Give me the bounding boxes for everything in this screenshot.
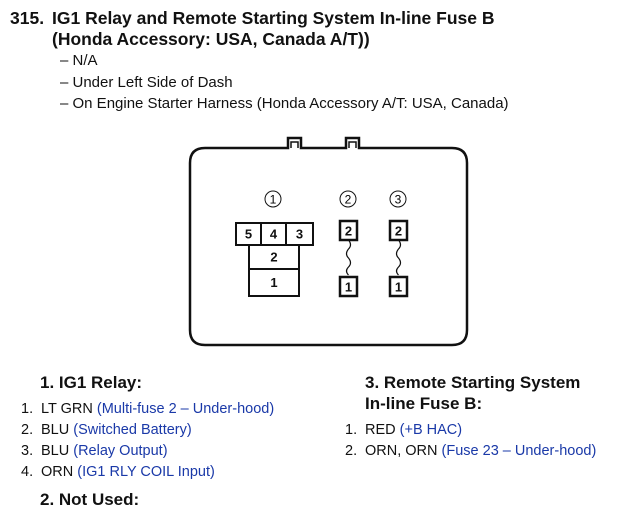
relay-pin-3: 3 [296,227,303,242]
relay-pin-1: 1 [270,275,277,290]
section-3-heading-line-1: 3. Remote Starting System [365,373,581,392]
section-3-heading-line-2: In-line Fuse B: [365,394,483,413]
key-notch-left [290,141,299,148]
relay-pin-4: 4 [270,227,278,242]
pin-list-item: 2.ORN, ORN (Fuse 23 – Under-hood) [345,443,597,459]
fuse-link-3 [395,239,402,276]
relay-pin-1-box [248,268,300,297]
key-notch-right [348,141,357,148]
fuse2-pin-1: 1 [345,280,352,295]
location-2: – Under Left Side of Dash [60,74,233,91]
fuse-cavity-3 [388,219,409,298]
location-3: – On Engine Starter Harness (Honda Acces… [60,95,509,112]
location-1: – N/A [60,52,98,69]
fuse3-pin-2: 2 [395,224,402,239]
cavity-label-1: 1 [264,190,282,208]
relay-pin-2-box [248,244,300,270]
figure-number: 315. [10,8,45,28]
pin-list-item: 4.ORN (IG1 RLY COIL Input) [21,464,215,480]
cavity-label-2: 2 [339,190,357,208]
pin-list-item: 1.LT GRN (Multi-fuse 2 – Under-hood) [21,401,275,417]
title-line-1: IG1 Relay and Remote Starting System In-… [52,8,495,28]
pin-list-item: 3.BLU (Relay Output) [21,443,168,459]
connector-housing [188,136,469,347]
fuse-cavity-2 [338,219,359,298]
relay-pin-2: 2 [270,250,277,265]
page-title: 315. IG1 Relay and Remote Starting System… [10,8,494,50]
svg-text:3: 3 [395,193,402,207]
title-line-2: (Honda Accessory: USA, Canada A/T)) [52,29,370,49]
fuse-link-2 [345,239,352,276]
section-2-heading: 2. Not Used: [40,490,140,509]
pin-list-item: 2.BLU (Switched Battery) [21,422,192,438]
svg-text:1: 1 [270,193,277,207]
pin-list-item: 1.RED (+B HAC) [345,422,463,438]
cavity-label-3: 3 [389,190,407,208]
section-1-heading: 1. IG1 Relay: [40,373,143,392]
relay-terminal-block [235,222,314,297]
fuse3-pin-1: 1 [395,280,402,295]
svg-text:2: 2 [345,193,352,207]
relay-pin-5: 5 [245,227,252,242]
fuse2-pin-2: 2 [345,224,352,239]
